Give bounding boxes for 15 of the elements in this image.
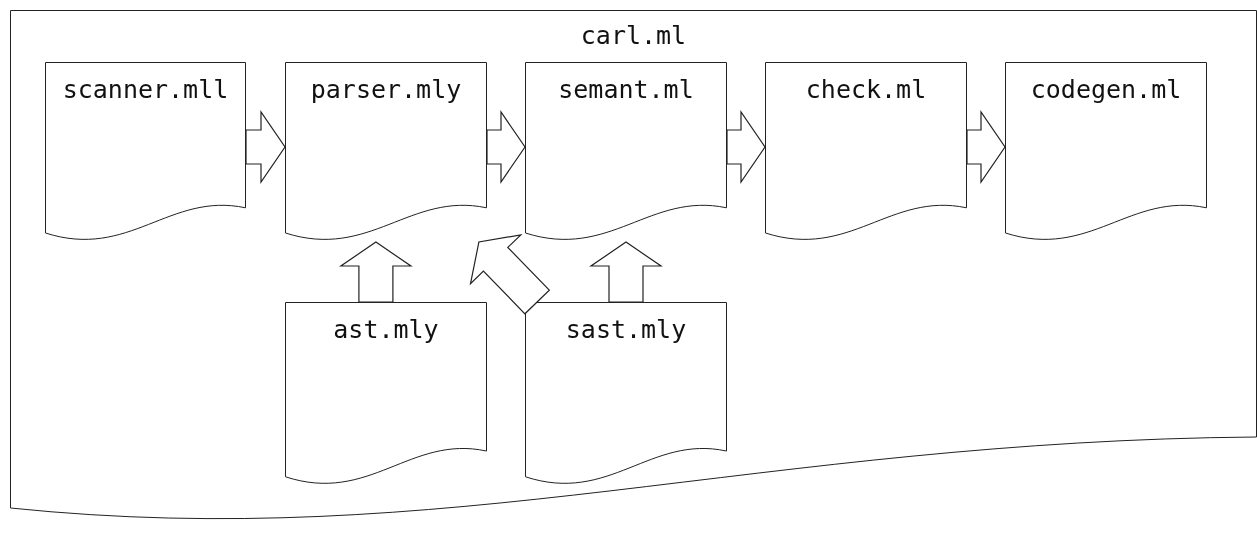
block-arrow xyxy=(589,241,663,303)
file-name: semant.ml xyxy=(558,74,694,106)
file-name: carl.ml xyxy=(580,20,687,52)
file-name: scanner.mll xyxy=(62,74,229,106)
block-arrow xyxy=(966,110,1006,184)
file-name: check.ml xyxy=(805,74,927,106)
block-arrow xyxy=(486,110,526,184)
block-arrow xyxy=(338,241,413,303)
block-arrow xyxy=(469,234,551,315)
file-name: sast.mly xyxy=(565,314,687,346)
block-arrow xyxy=(245,110,286,184)
file-name: codegen.ml xyxy=(1030,74,1182,106)
file-name: ast.mly xyxy=(333,314,439,346)
block-arrow xyxy=(726,110,766,184)
file-name: parser.mly xyxy=(310,74,462,106)
